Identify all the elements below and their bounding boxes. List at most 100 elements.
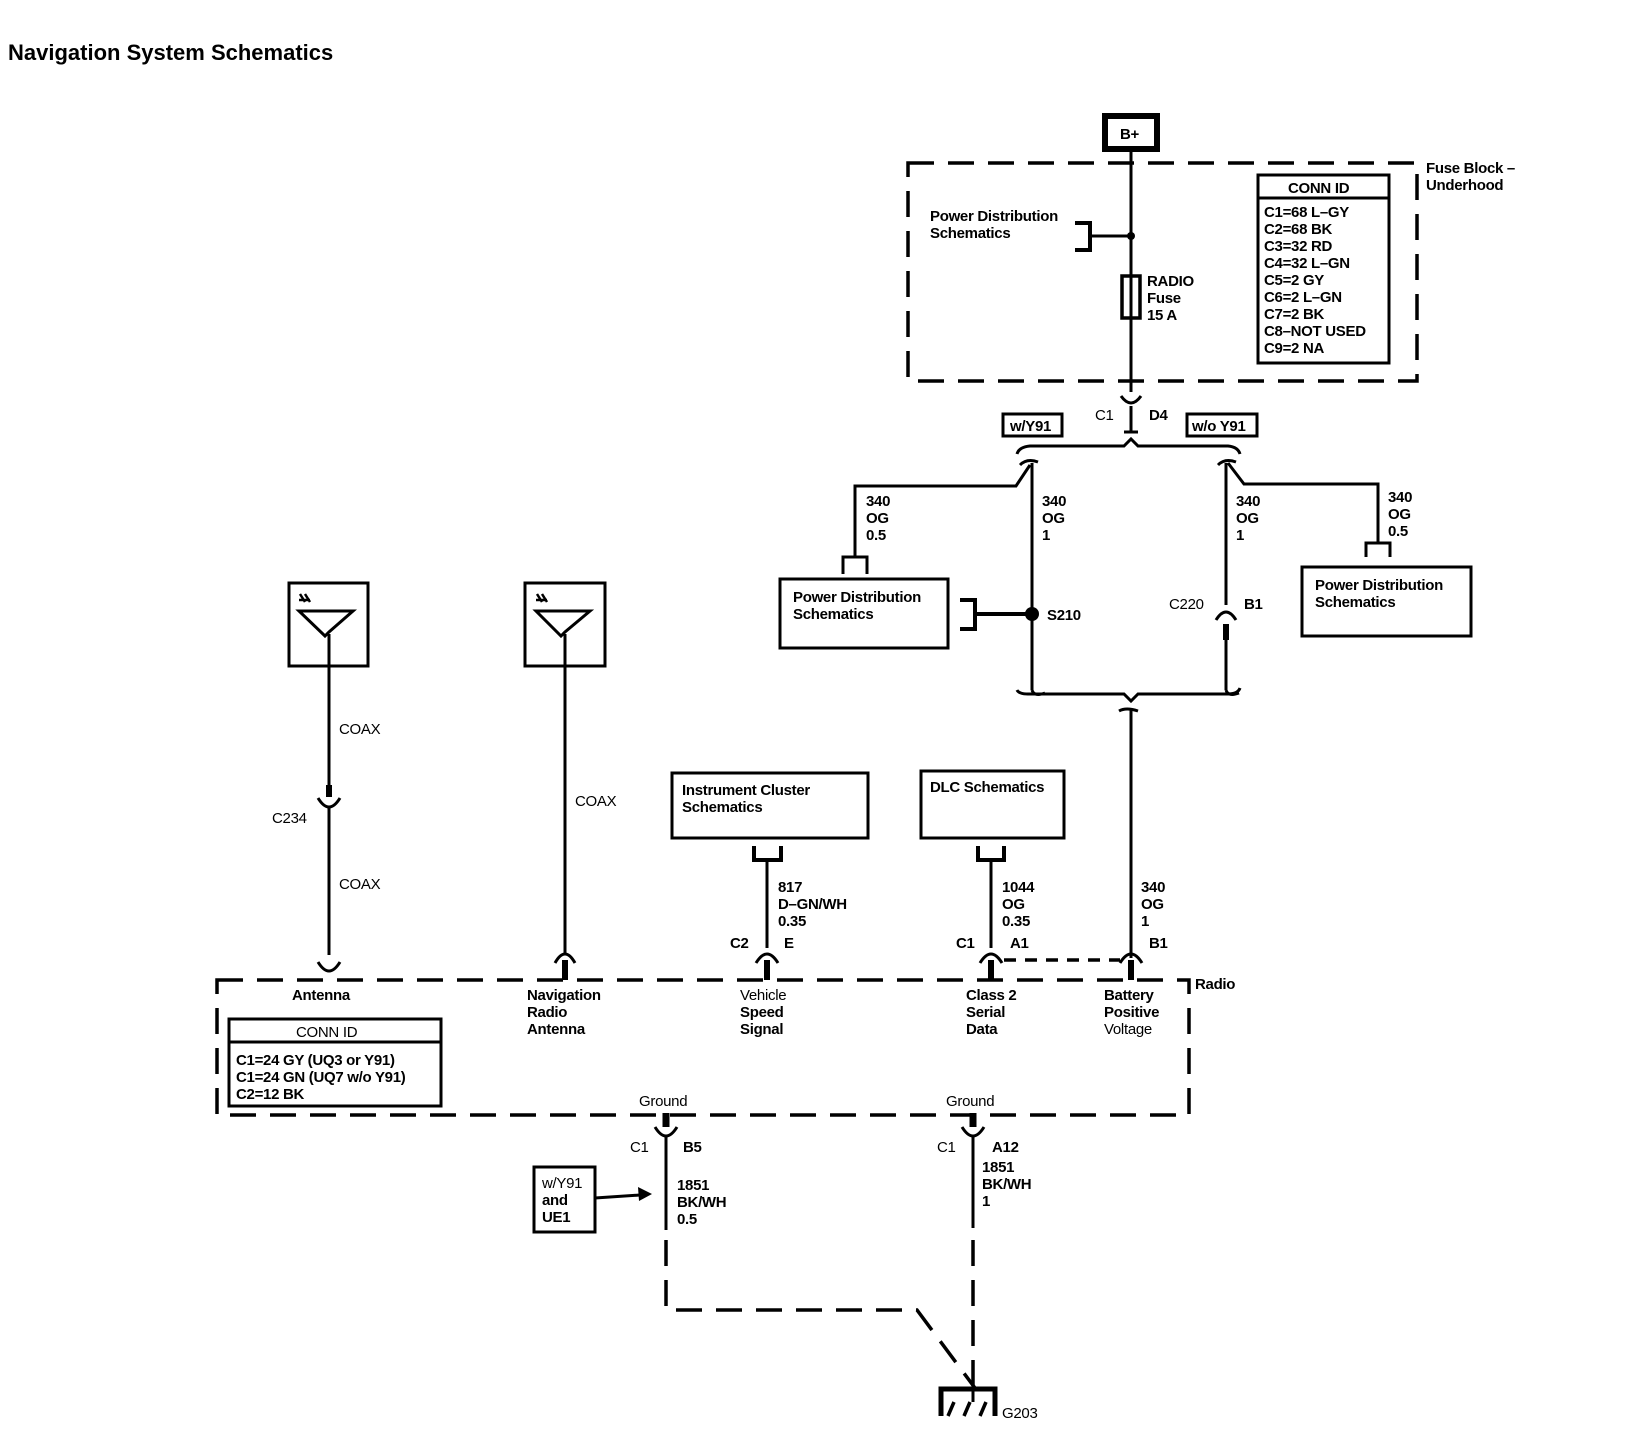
fuse-block-label-1: Fuse Block – [1426,160,1515,177]
wire-color: BK/WH [982,1176,1031,1193]
conn-id-row: C8–NOT USED [1264,323,1366,340]
connector-left-label: C1 [1095,407,1114,424]
wire-size: 1 [1042,527,1050,544]
wire-circuit: 1851 [677,1177,709,1194]
coax-label: COAX [575,793,617,810]
option-bus-top [1015,436,1242,455]
connector-c234-icon [316,797,342,809]
ground-point-label: G203 [1002,1405,1038,1422]
wire-circuit: 817 [778,879,802,896]
pin-label: Radio [527,1004,567,1021]
wire-color: D–GN/WH [778,896,847,913]
arrow-icon [638,1187,652,1201]
conn-id-row: C2=12 BK [236,1086,305,1103]
ground-g203: G203 [938,1378,1038,1422]
connector-c220-icon [1214,610,1238,621]
connector-right-label: A1 [1010,935,1029,952]
connector-icon [960,1126,986,1138]
splice-label: S210 [1047,607,1081,624]
left-branch: 340 OG 0.5 340 OG 1 Power Distribution S… [778,459,1081,696]
wire-size: 0.5 [677,1211,697,1228]
connector-label: C234 [272,810,307,827]
connector-right-label: B1 [1244,596,1263,613]
arrow-line [594,1193,641,1200]
dlc-box-label: DLC Schematics [930,779,1044,796]
fuse-label-3: 15 A [1147,307,1177,324]
pd-schematics-box-left [778,577,950,650]
pin-label: Positive [1104,1004,1159,1021]
option-bus-bottom [1015,687,1242,704]
battery-branch: 340 OG 1 B1 [1118,879,1168,980]
pin-label: Serial [966,1004,1005,1021]
connector-left-label: C1 [956,935,975,952]
pd-box-label-2: Schematics [1315,594,1395,611]
antenna-icon [295,593,357,639]
coax-label: COAX [339,721,381,738]
wire-circuit: 1044 [1002,879,1035,896]
power-source-b-plus: B+ [1102,113,1160,152]
antenna-1: COAX C234 COAX [272,581,381,973]
connector-right-label: D4 [1149,407,1169,424]
connector-left-label: C2 [730,935,749,952]
ground-a12: C1 A12 1851 BK/WH 1 [937,1113,1032,1388]
fuse-label-1: RADIO [1147,273,1194,290]
page-title: Navigation System Schematics [8,40,333,65]
pd-ref-bracket [1075,221,1092,252]
pin-label: Voltage [1104,1021,1152,1038]
conn-id-row: C5=2 GY [1264,272,1324,289]
pd-box-label-1: Power Distribution [1315,577,1443,594]
pd-connector-bracket [841,555,869,574]
connector-left-label: C220 [1169,596,1204,613]
conn-id-row: C6=2 L–GN [1264,289,1342,306]
fuse-block-conn-id-table: CONN ID C1=68 L–GY C2=68 BK C3=32 RD C4=… [1256,173,1391,365]
wire-size: 0.35 [778,913,806,930]
pin-label: Battery [1104,987,1155,1004]
ground-symbol-icon [938,1386,998,1416]
pin-battery-icon [1118,952,1144,964]
connector-left-label: C1 [630,1139,649,1156]
option-without-label: w/o Y91 [1191,418,1245,435]
pin-navigation-antenna-icon [553,952,577,964]
conn-id-row: C1=68 L–GY [1264,204,1349,221]
fuse-block-outline [906,161,1419,383]
conn-id-row: C4=32 L–GN [1264,255,1350,272]
conn-id-row: C7=2 BK [1264,306,1324,323]
pin-vss-icon [754,952,780,964]
right-branch: 340 OG 1 340 OG 0.5 Power Distribution S… [1169,459,1473,696]
radio-label: Radio [1195,976,1235,993]
wire-size: 1 [1236,527,1244,544]
ground-b5: C1 B5 1851 BK/WH 0.5 w/Y91 and UE1 [532,1113,977,1390]
conn-id-row: C1=24 GY (UQ3 or Y91) [236,1052,395,1069]
connector-left-label: C1 [937,1139,956,1156]
wire-color: OG [1002,896,1025,913]
pin-antenna-icon [316,961,342,973]
wire-size: 1 [1141,913,1149,930]
dlc-box [919,769,1066,840]
pin-label: Signal [740,1021,783,1038]
wire-size: 0.5 [866,527,886,544]
ground-label: Ground [639,1093,687,1110]
option-note-box [532,1165,597,1234]
connector-icon [653,1126,679,1138]
pd-box-label-1: Power Distribution [793,589,921,606]
ic-box-label-2: Schematics [682,799,762,816]
wire-color: OG [1141,896,1164,913]
fuse-label-2: Fuse [1147,290,1181,307]
splice-s210-dot [1025,607,1039,621]
connector-right-label: B1 [1149,935,1168,952]
radio-module: Radio Antenna Navigation Radio Antenna V… [215,976,1236,1117]
connector-right-label: A12 [992,1139,1019,1156]
wire-color: OG [1042,510,1065,527]
coax-label: COAX [339,876,381,893]
wire-circuit: 340 [1042,493,1066,510]
pd-ref-label-2: Schematics [930,225,1010,242]
ic-box-label-1: Instrument Cluster [682,782,810,799]
option-note-line: UE1 [542,1209,570,1226]
pin-label: Antenna [292,987,351,1004]
b-plus-label: B+ [1120,126,1140,143]
radio-outline [215,978,1191,1117]
fuse-block-underhood: Fuse Block – Underhood Power Distributio… [906,150,1515,392]
wire-circuit: 340 [1236,493,1260,510]
antenna-2: COAX [523,581,617,980]
conn-id-row: C1=24 GN (UQ7 w/o Y91) [236,1069,406,1086]
